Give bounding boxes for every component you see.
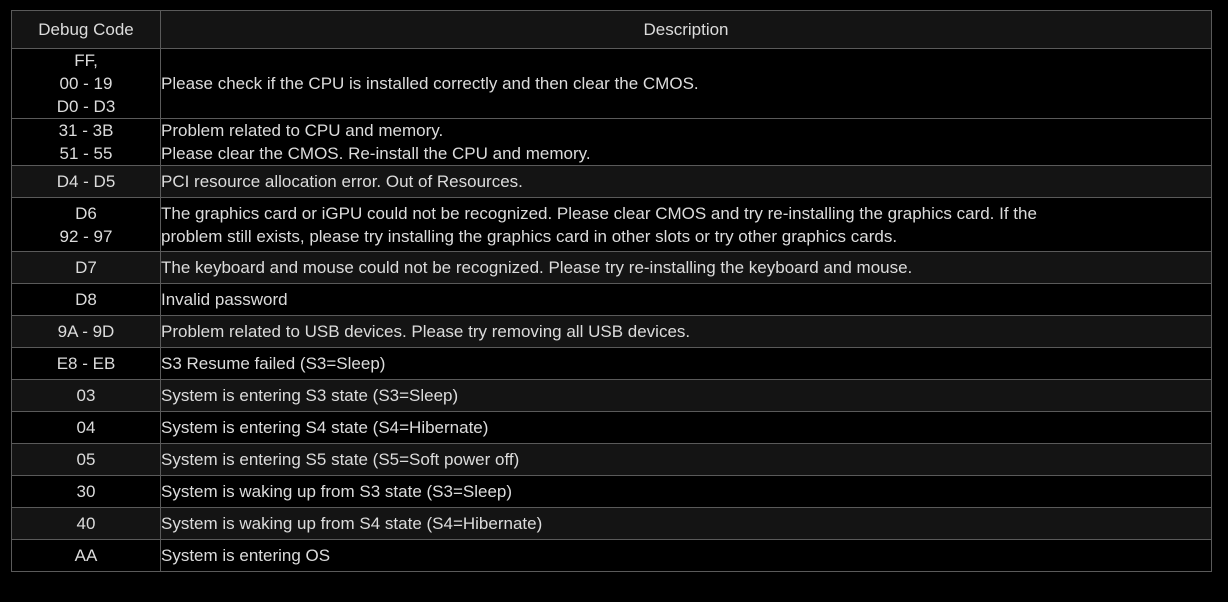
cell-description: Problem related to USB devices. Please t…	[160, 315, 1212, 348]
cell-debug-code: E8 - EB	[11, 347, 161, 380]
cell-description: The graphics card or iGPU could not be r…	[160, 197, 1212, 252]
description-line: Please clear the CMOS. Re-install the CP…	[161, 144, 591, 163]
cell-debug-code: 40	[11, 507, 161, 540]
cell-description: System is entering S3 state (S3=Sleep)	[160, 379, 1212, 412]
description-line: Please check if the CPU is installed cor…	[161, 74, 699, 93]
cell-description: System is entering S5 state (S5=Soft pow…	[160, 443, 1212, 476]
cell-debug-code: 30	[11, 475, 161, 508]
description-line: The keyboard and mouse could not be reco…	[161, 258, 913, 277]
cell-description: S3 Resume failed (S3=Sleep)	[160, 347, 1212, 380]
cell-description: Invalid password	[160, 283, 1212, 316]
cell-description: System is waking up from S4 state (S4=Hi…	[160, 507, 1212, 540]
description-line: System is entering S5 state (S5=Soft pow…	[161, 450, 520, 469]
table-header-row: Debug Code Description	[11, 10, 1212, 49]
cell-description: System is waking up from S3 state (S3=Sl…	[160, 475, 1212, 508]
description-line: S3 Resume failed (S3=Sleep)	[161, 354, 386, 373]
description-line: System is waking up from S4 state (S4=Hi…	[161, 514, 543, 533]
column-header-debug-code: Debug Code	[11, 10, 161, 49]
cell-debug-code: D8	[11, 283, 161, 316]
table-header: Debug Code Description	[11, 10, 1212, 49]
cell-debug-code: D4 - D5	[11, 165, 161, 198]
cell-debug-code: FF, 00 - 19 D0 - D3	[11, 48, 161, 119]
column-header-description: Description	[160, 10, 1212, 49]
description-line: Problem related to USB devices. Please t…	[161, 322, 691, 341]
cell-debug-code: 9A - 9D	[11, 315, 161, 348]
cell-debug-code: 04	[11, 411, 161, 444]
cell-description: System is entering OS	[160, 539, 1212, 572]
description-line: System is entering OS	[161, 546, 331, 565]
cell-description: PCI resource allocation error. Out of Re…	[160, 165, 1212, 198]
description-line: Invalid password	[161, 290, 288, 309]
description-line: System is entering S3 state (S3=Sleep)	[161, 386, 459, 405]
description-line: System is waking up from S3 state (S3=Sl…	[161, 482, 513, 501]
description-line: PCI resource allocation error. Out of Re…	[161, 172, 523, 191]
cell-debug-code: 03	[11, 379, 161, 412]
description-line: Problem related to CPU and memory.	[161, 121, 444, 140]
cell-description: Please check if the CPU is installed cor…	[160, 48, 1212, 119]
debug-code-table: Debug Code Description FF, 00 - 19 D0 - …	[11, 10, 1212, 572]
description-line: The graphics card or iGPU could not be r…	[161, 203, 1037, 223]
cell-description: Problem related to CPU and memory. Please…	[160, 118, 1212, 166]
cell-description: The keyboard and mouse could not be reco…	[160, 251, 1212, 284]
cell-debug-code: 05	[11, 443, 161, 476]
cell-debug-code: D7	[11, 251, 161, 284]
description-line: System is entering S4 state (S4=Hibernat…	[161, 418, 489, 437]
cell-debug-code: AA	[11, 539, 161, 572]
cell-debug-code: D6 92 - 97	[11, 197, 161, 252]
cell-debug-code: 31 - 3B 51 - 55	[11, 118, 161, 166]
debug-code-table-container: Debug Code Description FF, 00 - 19 D0 - …	[11, 10, 1212, 572]
cell-description: System is entering S4 state (S4=Hibernat…	[160, 411, 1212, 444]
description-line: problem still exists, please try install…	[161, 226, 898, 246]
